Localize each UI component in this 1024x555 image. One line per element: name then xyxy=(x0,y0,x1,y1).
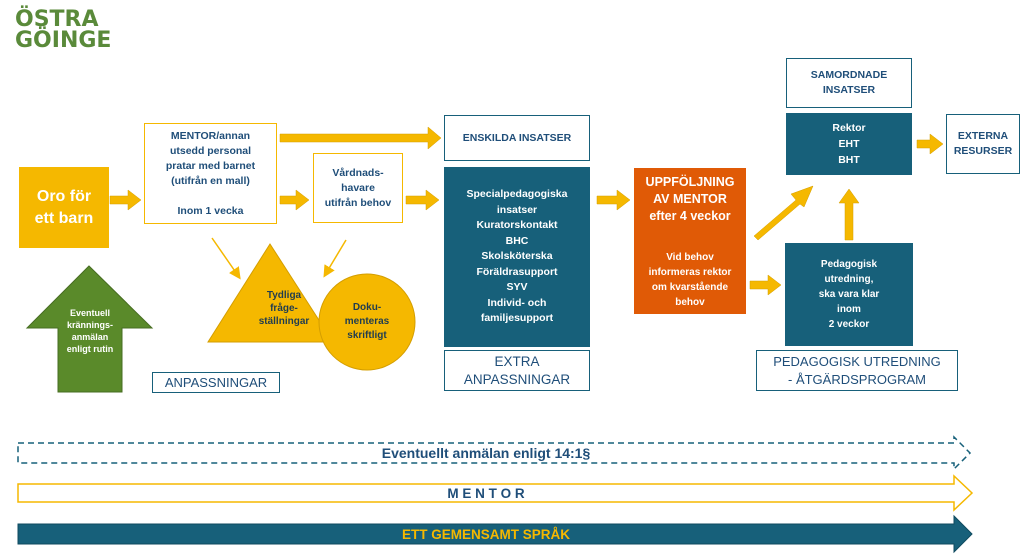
band-sprak-shape xyxy=(17,514,973,554)
external-resources-box: EXTERNA RESURSER xyxy=(946,114,1020,174)
band-sprak-label: ETT GEMENSAMT SPRÅK xyxy=(401,526,570,542)
logo-line-1: ÖSTRA xyxy=(15,7,99,32)
questions-triangle xyxy=(207,243,334,343)
followup-body: Vid behov informeras rektor om kvarståen… xyxy=(648,252,732,308)
logo-line-2: GÖINGE xyxy=(15,28,112,53)
worry-box: Oro för ett barn xyxy=(19,167,109,248)
individual-efforts-box: ENSKILDA INSATSER xyxy=(444,115,590,161)
band-mentor-label: M E N T O R xyxy=(447,485,525,501)
band-anmalan-label: Eventuellt anmälan enligt 14:1§ xyxy=(381,445,591,461)
principal-box: Rektor EHT BHT xyxy=(786,113,912,175)
guardian-box: Vårdnads- havare utifrån behov xyxy=(313,153,403,223)
followup-title: UPPFÖLJNING AV MENTOR efter 4 veckor xyxy=(645,175,735,223)
special-efforts-box: Specialpedagogiska insatser Kuratorskont… xyxy=(444,167,590,347)
mentor-talk-box: MENTOR/annan utsedd personal pratar med … xyxy=(144,123,277,224)
pedagogical-investigation-label: PEDAGOGISK UTREDNING - ÅTGÄRDSPROGRAM xyxy=(756,350,958,391)
arrow-mentor-to-vardnad xyxy=(279,189,310,211)
line-to-circle xyxy=(323,239,347,278)
arrow-rektor-to-externa xyxy=(916,133,944,155)
coordinated-efforts-box: SAMORDNADE INSATSER xyxy=(786,58,912,108)
arrow-mentor-to-enskilda xyxy=(279,126,442,150)
questions-text: Tydliga fråge- ställningar xyxy=(258,289,310,327)
arrow-uppfoljning-to-utredning xyxy=(749,274,782,296)
arrow-utredning-to-rektor xyxy=(838,188,860,241)
violation-report-text: Eventuell krännings- anmälan enligt ruti… xyxy=(66,308,114,354)
arrow-uppfoljning-to-rektor xyxy=(753,185,814,241)
adjustments-label: ANPASSNINGAR xyxy=(152,372,280,393)
band-anmalan-shape xyxy=(17,435,972,471)
extra-adjustments-label: EXTRA ANPASSNINGAR xyxy=(444,350,590,391)
followup-box: UPPFÖLJNING AV MENTOR efter 4 veckor Vid… xyxy=(634,168,746,314)
documented-text: Doku- menteras skriftligt xyxy=(344,302,390,341)
documented-circle xyxy=(318,273,416,371)
violation-report-arrow xyxy=(25,265,154,393)
arrow-special-to-uppfoljning xyxy=(596,189,631,211)
arrow-oro-to-mentor xyxy=(109,189,142,211)
band-mentor-shape xyxy=(17,474,974,512)
arrow-vardnad-to-special xyxy=(405,189,440,211)
line-to-triangle xyxy=(211,237,241,280)
pedagogical-investigation-box: Pedagogisk utredning, ska vara klar inom… xyxy=(785,243,913,346)
